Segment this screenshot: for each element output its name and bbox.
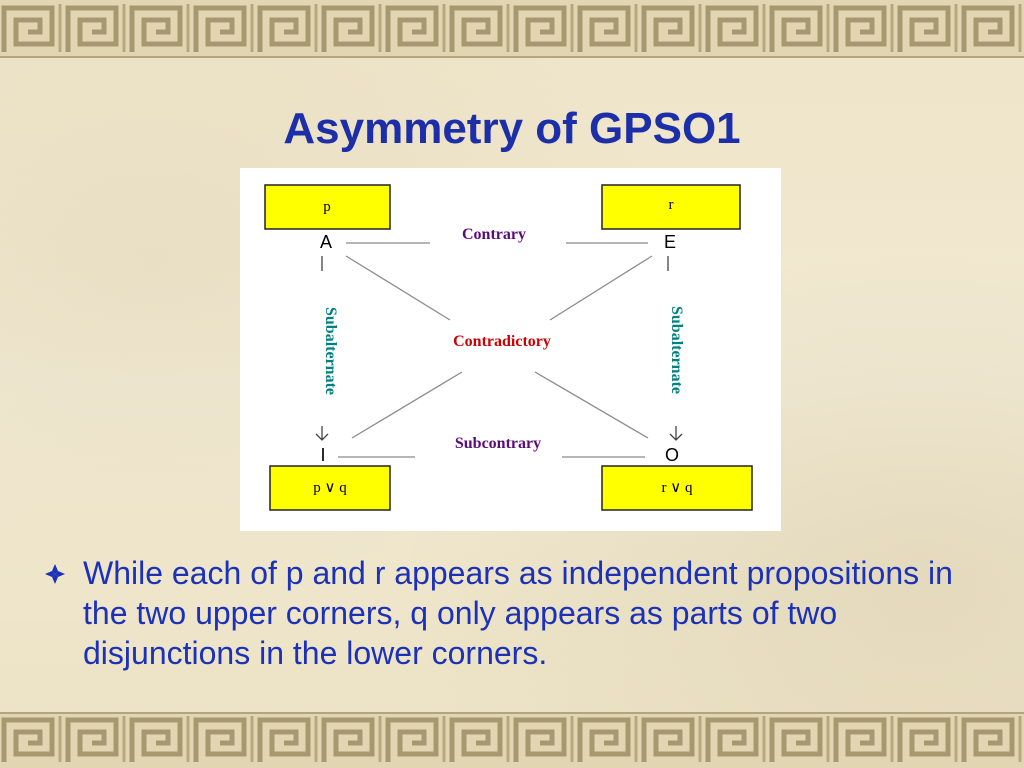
box-i [269,465,391,511]
contradictory-line-e [549,255,653,321]
box-o-text: r ∨ q [662,480,693,496]
letter-e: E [664,232,676,252]
letter-a: A [320,232,332,252]
label-contradictory: Contradictory [453,333,551,350]
subalternate-arrow-left [315,426,329,441]
box-e-text: r [669,197,674,213]
label-subalternate-left: Subalternate [322,307,339,395]
letter-i: I [320,445,325,465]
square-of-opposition-diagram: p r p ∨ q r ∨ q A E I O Contrary Contrad… [240,168,781,531]
letter-o: O [665,445,679,465]
contradictory-line-i [351,371,463,439]
slide-title: Asymmetry of GPSO1 [283,104,741,153]
label-subcontrary: Subcontrary [455,435,541,452]
subalternate-arrow-right [669,426,683,441]
box-e [601,184,741,230]
bullet-text: While each of p and r appears as indepen… [83,555,953,671]
box-a [264,184,391,230]
bottom-border [0,712,1024,768]
box-o [601,465,753,511]
contradictory-line-a [345,255,451,321]
top-border [0,0,1024,58]
label-subalternate-right: Subalternate [668,306,685,394]
label-contrary: Contrary [462,226,526,243]
contradictory-line-o [534,371,649,439]
diamond-bullet-icon [45,564,65,584]
box-a-text: p [323,199,331,215]
box-i-text: p ∨ q [313,480,347,496]
